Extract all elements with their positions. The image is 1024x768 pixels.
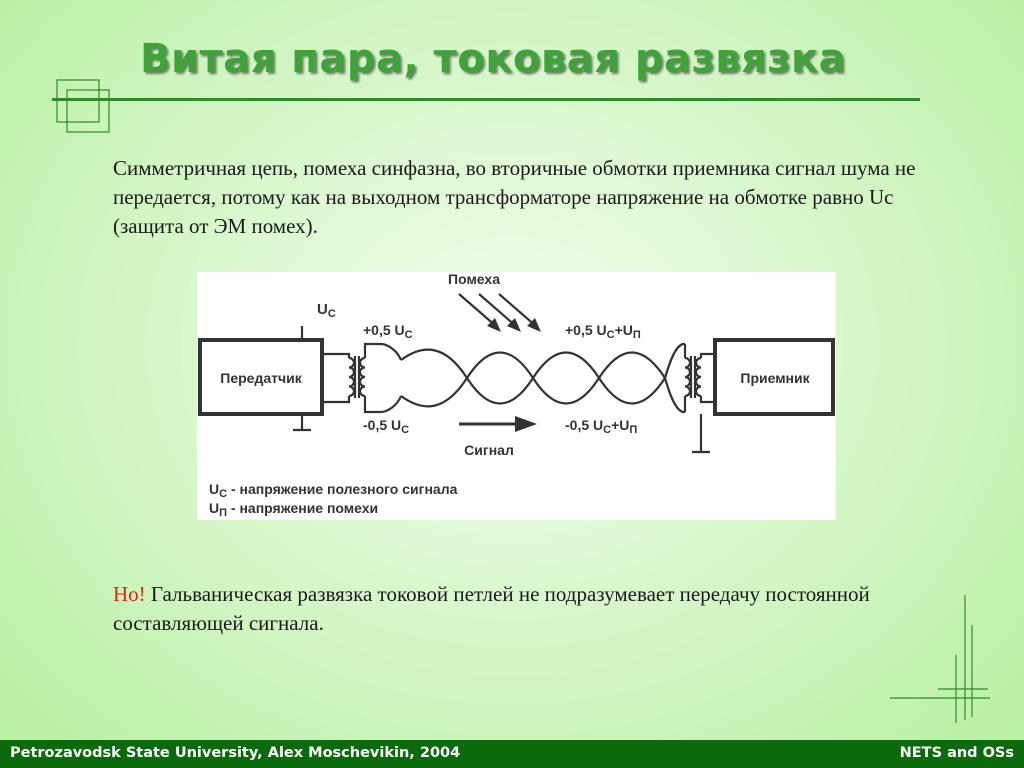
slide-title: Витая пара, токовая развязка — [140, 36, 847, 82]
legend-up: UП - напряжение помехи — [209, 500, 378, 519]
footer-author: Petrozavodsk State University, Alex Mosc… — [10, 745, 461, 761]
receiver-label: Приемник — [740, 370, 810, 386]
signal-arrowhead — [515, 416, 537, 432]
corner-decoration-top-left — [56, 79, 110, 133]
right-transformer — [663, 342, 715, 454]
right-top-voltage: +0,5 UC+UП — [565, 322, 641, 341]
right-bottom-voltage: -0,5 UC+UП — [565, 417, 637, 436]
transmitter-label: Передатчик — [220, 370, 302, 386]
legend-uc: UC - напряжение полезного сигнала — [209, 481, 458, 500]
noise-arrowheads — [487, 318, 541, 332]
footer-course: NETS and OSs — [899, 745, 1014, 761]
noise-label: Помеха — [448, 272, 500, 287]
transmitter-box — [198, 338, 324, 416]
twisted-pair-diagram: Передатчик Приемник — [197, 272, 836, 520]
title-underline — [52, 98, 920, 101]
uc-label: UC — [317, 301, 336, 320]
left-transformer — [293, 326, 403, 432]
note-accent: Но! — [113, 582, 146, 606]
signal-label: Сигнал — [464, 442, 514, 458]
paragraph-galvanic-note: Но! Гальваническая развязка токовой петл… — [113, 580, 923, 638]
left-bottom-voltage: -0,5 UC — [363, 417, 409, 436]
twisted-pair-wires — [400, 348, 666, 408]
left-top-voltage: +0,5 UC — [363, 322, 413, 341]
note-text: Гальваническая развязка токовой петлей н… — [113, 582, 870, 635]
paragraph-symmetric-circuit: Симметричная цепь, помеха синфазна, во в… — [113, 156, 916, 238]
noise-arrows — [458, 293, 538, 328]
footer-bar: Petrozavodsk State University, Alex Mosc… — [0, 740, 1024, 768]
receiver-box — [713, 338, 835, 416]
corner-decoration-bottom-right — [890, 595, 990, 723]
